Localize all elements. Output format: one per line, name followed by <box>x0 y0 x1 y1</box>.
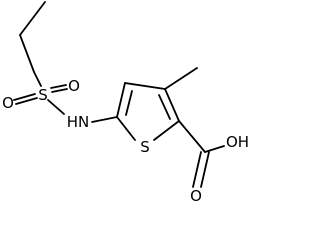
bond-ring-c4-c5 <box>116 82 126 118</box>
bond-ring-methyl <box>164 67 198 90</box>
atom-label-sulfonyl-oxygen-left: O <box>2 94 14 112</box>
bond-ring-c3-c4 <box>124 82 166 90</box>
bond-sulfur-oxygen-left-b <box>15 97 38 105</box>
bond-ring-c2-c3-inner <box>158 94 171 120</box>
chemical-structure: S O O HN S O OH <box>2 1 249 205</box>
bond-ring-s1-c2 <box>153 120 180 141</box>
bond-carbonyl-b <box>200 151 210 188</box>
atom-label-hydroxyl: OH <box>226 133 249 151</box>
bond-sulfur-oxygen-right-a <box>50 84 67 89</box>
bond-propyl-c1-c2 <box>19 1 46 36</box>
bond-nitrogen-ring <box>91 116 118 123</box>
bond-carboxyl-hydroxyl <box>204 145 225 153</box>
atom-label-amine: HN <box>67 113 90 131</box>
bond-propyl-sulfur <box>33 71 42 87</box>
bond-sulfur-oxygen-left-a <box>13 93 36 101</box>
atom-label-sulfonyl-oxygen-right: O <box>68 77 80 95</box>
bond-propyl-c2-c3 <box>19 34 35 73</box>
atom-label-carbonyl-oxygen: O <box>190 187 202 205</box>
bond-ring-carboxyl <box>178 120 206 153</box>
bond-sulfur-nitrogen <box>47 99 65 115</box>
bond-sulfur-oxygen-right-b <box>51 88 68 93</box>
atom-label-sulfonyl-sulfur: S <box>38 86 48 104</box>
bond-ring-c4-c5-inner <box>125 90 133 116</box>
bond-ring-c5-s1 <box>116 116 136 141</box>
bond-carbonyl-a <box>192 151 202 188</box>
atom-label-ring-sulfur: S <box>140 138 150 156</box>
bond-ring-c2-c3 <box>164 88 180 122</box>
